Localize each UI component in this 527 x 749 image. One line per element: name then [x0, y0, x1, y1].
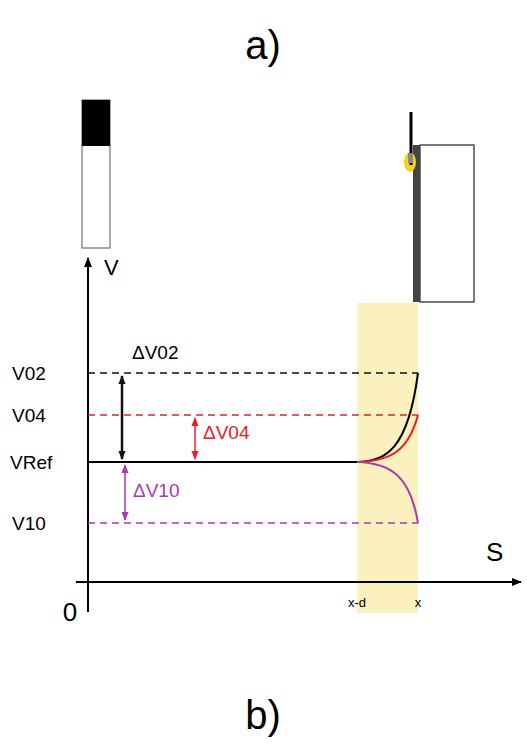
vref-level	[88, 461, 357, 463]
droplet	[404, 152, 416, 172]
s-axis	[76, 581, 521, 583]
tick-label: x-d	[348, 596, 366, 609]
v04-curve	[357, 415, 418, 462]
delta-label: ΔV10	[133, 481, 180, 500]
v02-curve	[357, 373, 418, 462]
v10-curve	[357, 462, 418, 523]
delta-v04-arrow	[194, 418, 196, 459]
level-label: V10	[12, 514, 46, 533]
level-label: V02	[12, 364, 46, 383]
tick-label: x	[415, 596, 422, 609]
panel-label: b)	[245, 695, 281, 735]
v10-level	[88, 522, 418, 524]
panel-label: a)	[245, 25, 281, 65]
delta-label: ΔV02	[132, 343, 179, 362]
origin-label: 0	[63, 599, 77, 625]
v04-level	[88, 414, 418, 416]
probe-contact	[408, 153, 413, 163]
level-label: VRef	[10, 453, 52, 472]
v-axis	[87, 258, 89, 612]
tube-icon	[82, 100, 110, 248]
delta-label: ΔV04	[203, 423, 250, 442]
delta-v10-arrow	[124, 465, 126, 520]
tube-cap	[82, 100, 110, 146]
axis-label: S	[486, 539, 503, 565]
sample-block	[420, 145, 474, 302]
interface-band	[357, 303, 418, 613]
level-label: V04	[12, 406, 46, 425]
delta-v02-arrow	[121, 376, 124, 459]
axis-label: V	[104, 257, 119, 279]
v02-level	[88, 372, 418, 374]
